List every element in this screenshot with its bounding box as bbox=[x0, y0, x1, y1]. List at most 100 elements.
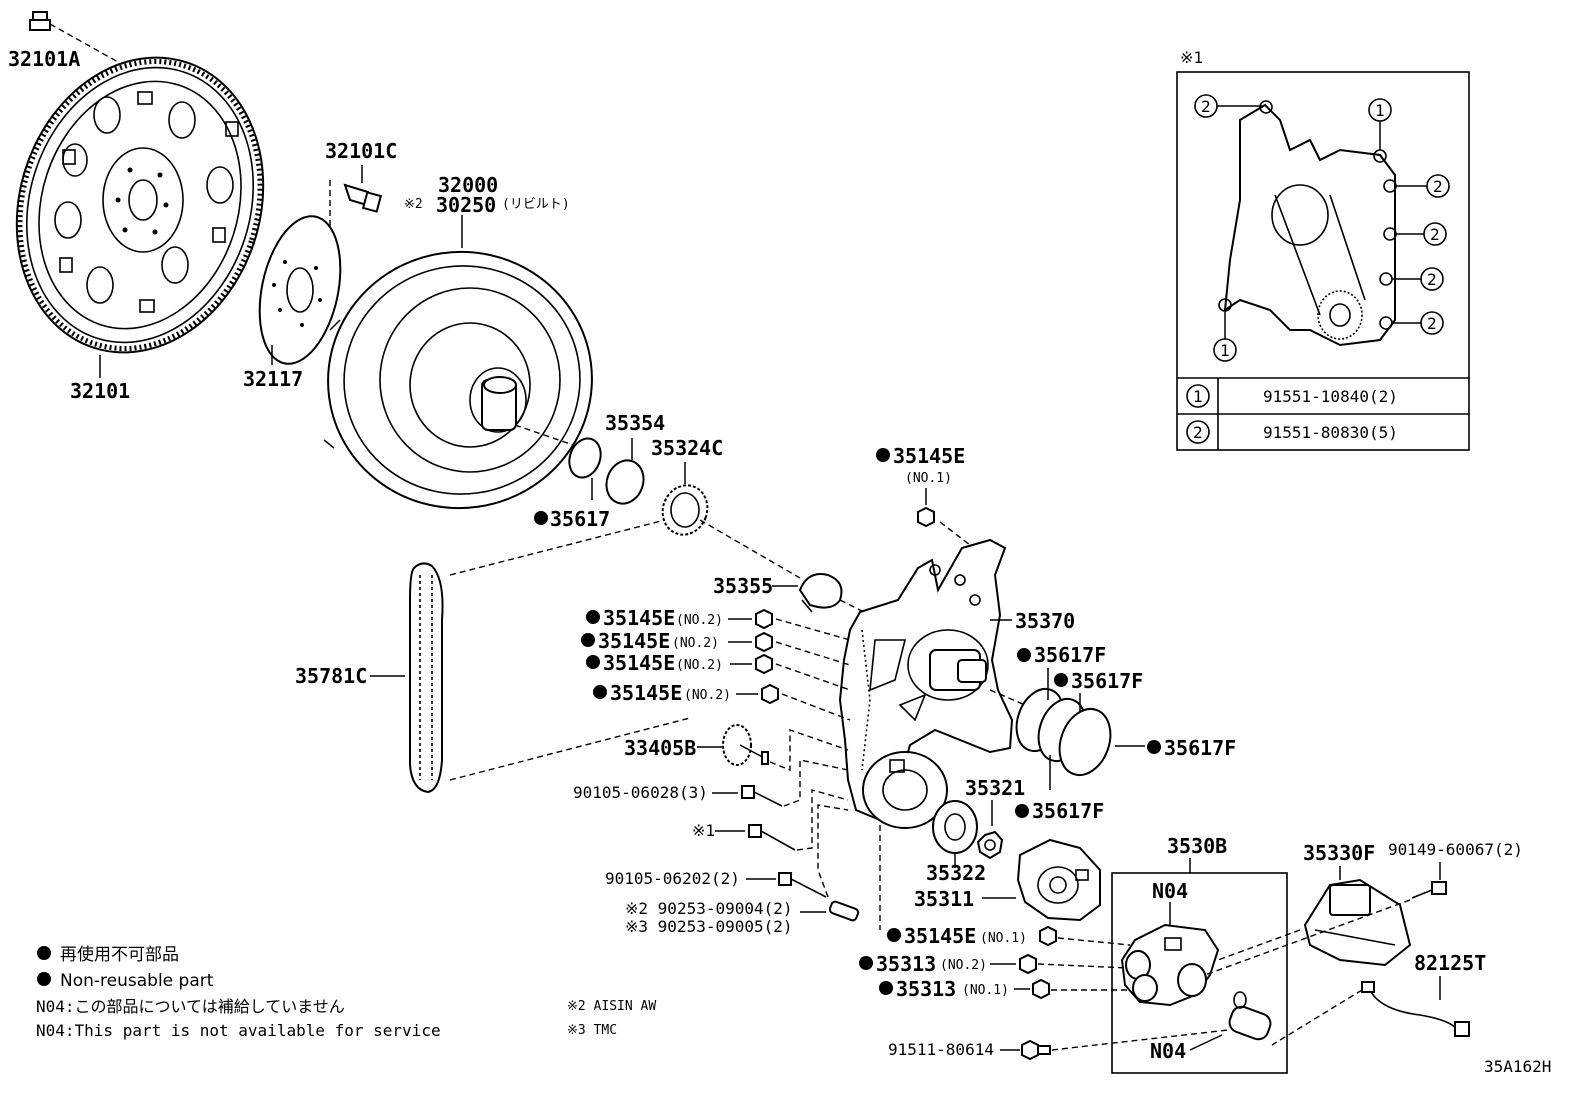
bolt-32101C bbox=[343, 183, 383, 213]
label-90149-60067: 90149-60067(2) bbox=[1388, 840, 1523, 859]
label-35617F-c: 35617F bbox=[1164, 736, 1236, 760]
nut-35145E-no1 bbox=[1039, 925, 1057, 947]
legend-n04-en: N04:This part is not available for servi… bbox=[36, 1021, 441, 1040]
wire-82125T bbox=[1361, 981, 1470, 1037]
gear-33405B bbox=[722, 724, 769, 766]
label-35370: 35370 bbox=[1015, 609, 1075, 633]
label-35145E-b-note: (NO.2) bbox=[672, 636, 719, 651]
label-N04-bottom: N04 bbox=[1150, 1039, 1186, 1063]
solenoid-N04 bbox=[1228, 991, 1272, 1041]
label-35321: 35321 bbox=[965, 776, 1025, 800]
label-35330F: 35330F bbox=[1303, 841, 1375, 865]
label-35617F-b: 35617F bbox=[1071, 669, 1143, 693]
label-35617F-a: 35617F bbox=[1034, 643, 1106, 667]
bolt-90105-06028 bbox=[741, 785, 783, 807]
inset-row1-num: 1 bbox=[1193, 387, 1203, 406]
label-35354: 35354 bbox=[605, 411, 665, 435]
label-30250-note: (リビルト) bbox=[502, 197, 570, 212]
label-35311: 35311 bbox=[914, 887, 974, 911]
nut-35145E-a bbox=[755, 608, 773, 630]
driven-gear-35322 bbox=[932, 800, 978, 854]
label-90105-06028: 90105-06028(3) bbox=[573, 783, 708, 802]
pump-body-35370 bbox=[838, 538, 1014, 822]
label-30250-mark: ※2 bbox=[404, 197, 423, 212]
svg-text:2: 2 bbox=[1427, 270, 1437, 289]
diagram-code: 35A162H bbox=[1484, 1057, 1551, 1076]
inset-box bbox=[1176, 71, 1470, 451]
label-35145E-b: 35145E bbox=[598, 629, 670, 653]
torque-converter-32000 bbox=[323, 250, 593, 510]
label-32101A: 32101A bbox=[8, 47, 80, 71]
label-35322: 35322 bbox=[926, 861, 986, 885]
label-35145E-no1: 35145E bbox=[904, 924, 976, 948]
svg-text:1: 1 bbox=[1375, 101, 1385, 120]
label-32101: 32101 bbox=[70, 379, 130, 403]
label-35145E-a: 35145E bbox=[603, 606, 675, 630]
inset-row2-part: 91551-80830(5) bbox=[1263, 423, 1398, 442]
valve-body-box bbox=[1111, 872, 1288, 1074]
solenoid-valve-body bbox=[1120, 923, 1220, 1007]
inset-pump-drawing bbox=[1223, 103, 1396, 347]
label-35145E-c-note: (NO.2) bbox=[676, 658, 723, 673]
nut-35145E-b bbox=[755, 631, 773, 653]
drive-gear-35321 bbox=[976, 830, 1004, 860]
label-N04-top: N04 bbox=[1152, 879, 1188, 903]
label-90253-09004: ※2 90253-09004(2) bbox=[625, 899, 793, 918]
dowel-pin-90253 bbox=[828, 900, 860, 922]
plate-32117 bbox=[258, 215, 342, 365]
legend-n04-ja: N04:この部品については補給していません bbox=[36, 997, 345, 1016]
label-35617F-d: 35617F bbox=[1032, 799, 1104, 823]
drive-plate-32101 bbox=[15, 56, 265, 354]
inset-callouts: 2 1 2 2 2 2 1 bbox=[1194, 94, 1450, 362]
bolt-note1 bbox=[748, 824, 796, 851]
nut-35145E-c bbox=[755, 653, 773, 675]
svg-text:2: 2 bbox=[1430, 225, 1440, 244]
legend-non-reusable-en: Non-reusable part bbox=[60, 971, 214, 991]
nut-35145E-top bbox=[917, 506, 935, 528]
label-35145E-d: 35145E bbox=[610, 681, 682, 705]
label-35313-no1: 35313 bbox=[896, 977, 956, 1001]
label-35145E-d-note: (NO.2) bbox=[684, 688, 731, 703]
legend-note3: ※3 TMC bbox=[567, 1023, 617, 1038]
nut-35313-no1 bbox=[1032, 978, 1050, 1000]
label-35781C: 35781C bbox=[295, 664, 367, 688]
pump-cover-inner bbox=[862, 751, 948, 829]
inset-mark: ※1 bbox=[1180, 48, 1203, 67]
legend-non-reusable-ja: 再使用不可部品 bbox=[60, 944, 179, 965]
label-90105-06202: 90105-06202(2) bbox=[605, 869, 740, 888]
label-90253-09005: ※3 90253-09005(2) bbox=[625, 917, 793, 936]
label-30250: 30250 bbox=[436, 193, 496, 217]
label-35617: 35617 bbox=[550, 507, 610, 531]
label-82125T: 82125T bbox=[1414, 951, 1486, 975]
svg-text:2: 2 bbox=[1427, 314, 1437, 333]
label-35324C: 35324C bbox=[651, 436, 723, 460]
label-35313-no2: 35313 bbox=[876, 952, 936, 976]
bolt-90149-60067 bbox=[1411, 881, 1447, 899]
label-note1-bolt: ※1 bbox=[692, 821, 715, 840]
pump-cover-35311 bbox=[1016, 838, 1101, 922]
bolt-90105-06202 bbox=[778, 872, 827, 898]
inset-row2-circle bbox=[1186, 420, 1210, 444]
inset-row1-part: 91551-10840(2) bbox=[1263, 387, 1398, 406]
bolt-32101A bbox=[29, 11, 51, 31]
nut-35145E-d bbox=[761, 683, 779, 705]
inset-row1-circle bbox=[1186, 384, 1210, 408]
label-35145E-top-note: (NO.1) bbox=[905, 471, 952, 486]
svg-text:2: 2 bbox=[1201, 97, 1211, 116]
label-35355: 35355 bbox=[713, 574, 773, 598]
bolt-91511-80614 bbox=[1021, 1039, 1051, 1061]
label-35313-no1-note: (NO.1) bbox=[962, 983, 1009, 998]
inset-row2-num: 2 bbox=[1193, 423, 1203, 442]
clip-35355 bbox=[798, 573, 843, 613]
label-35145E-a-note: (NO.2) bbox=[676, 613, 723, 628]
o-ring-35617 bbox=[568, 437, 602, 479]
label-35145E-no1-note: (NO.1) bbox=[980, 931, 1027, 946]
label-33405B: 33405B bbox=[624, 736, 696, 760]
chain-35781C bbox=[409, 562, 444, 794]
label-35145E-top: 35145E bbox=[893, 444, 965, 468]
seal-rings-35617F bbox=[1015, 688, 1112, 776]
oil-strainer-35330F bbox=[1303, 878, 1412, 967]
label-91511-80614: 91511-80614 bbox=[888, 1040, 994, 1059]
sprocket-35324C bbox=[661, 484, 709, 536]
svg-text:1: 1 bbox=[1220, 341, 1230, 360]
